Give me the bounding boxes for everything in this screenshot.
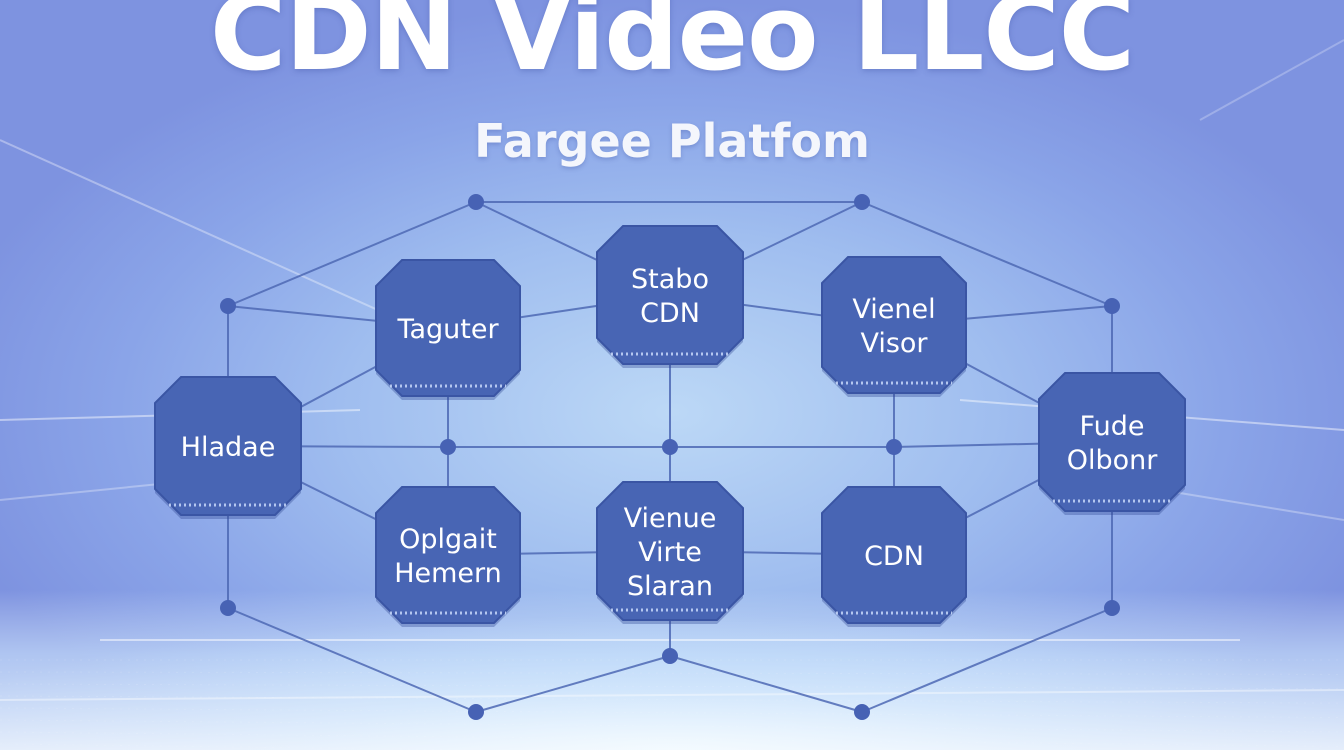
node-label: Virte xyxy=(638,537,702,568)
node-label: Vienue xyxy=(624,503,717,534)
node-label: Hladae xyxy=(181,432,276,463)
connection-line xyxy=(861,201,1113,307)
floor-grid-line xyxy=(0,695,1344,704)
connection-line xyxy=(861,607,1113,713)
node-label: Slaran xyxy=(627,571,713,602)
floor-grid-line xyxy=(0,719,1344,733)
node-label: Olbonr xyxy=(1067,445,1159,476)
connection-line xyxy=(227,201,477,307)
floor-grid-line xyxy=(0,707,1344,719)
junction-dot xyxy=(220,600,236,616)
light-streak xyxy=(1199,39,1344,121)
node-octagon xyxy=(596,481,744,621)
junction-dot xyxy=(662,439,678,455)
junction-dot xyxy=(886,439,902,455)
node-label: CDN xyxy=(640,298,700,329)
junction-dot xyxy=(468,704,484,720)
junction-dots xyxy=(220,194,1120,720)
node-octagon xyxy=(821,486,967,624)
node-hladae[interactable]: Hladae xyxy=(154,376,302,519)
light-streak xyxy=(0,139,401,321)
floor-grid-line xyxy=(0,731,1344,747)
junction-dot xyxy=(854,194,870,210)
node-label: CDN xyxy=(864,541,924,572)
junction-dot xyxy=(854,704,870,720)
page-title: CDN Video LLCC xyxy=(209,0,1135,94)
light-streak xyxy=(0,689,1344,701)
node-octagon xyxy=(1038,372,1186,512)
node-label: Visor xyxy=(860,328,928,359)
page-subtitle: Fargee Platfom xyxy=(474,114,870,168)
node-octagon xyxy=(821,256,967,394)
node-label: Vienel xyxy=(852,294,935,325)
junction-dot xyxy=(440,439,456,455)
node-octagon xyxy=(154,376,302,516)
connection-line xyxy=(475,655,671,713)
connection-line xyxy=(669,655,863,713)
connection-line xyxy=(227,607,477,713)
node-octagon xyxy=(375,259,521,397)
junction-dot xyxy=(220,298,236,314)
node-label: Stabo xyxy=(631,264,709,295)
junction-dot xyxy=(1104,600,1120,616)
junction-dot xyxy=(1104,298,1120,314)
floor-grid-line xyxy=(0,683,1344,690)
junction-dot xyxy=(662,648,678,664)
node-label: Hemern xyxy=(394,558,502,589)
node-octagon xyxy=(596,225,744,365)
node-label: Oplgait xyxy=(399,524,497,555)
node-taguter[interactable]: Taguter xyxy=(375,259,521,400)
node-octagon xyxy=(375,486,521,624)
node-cdn[interactable]: CDN xyxy=(821,486,967,627)
floor-grid-line xyxy=(0,743,521,750)
floor-grid-line xyxy=(0,671,1344,675)
junction-dot xyxy=(468,194,484,210)
node-label: Fude xyxy=(1080,411,1145,442)
node-label: Taguter xyxy=(396,314,499,345)
